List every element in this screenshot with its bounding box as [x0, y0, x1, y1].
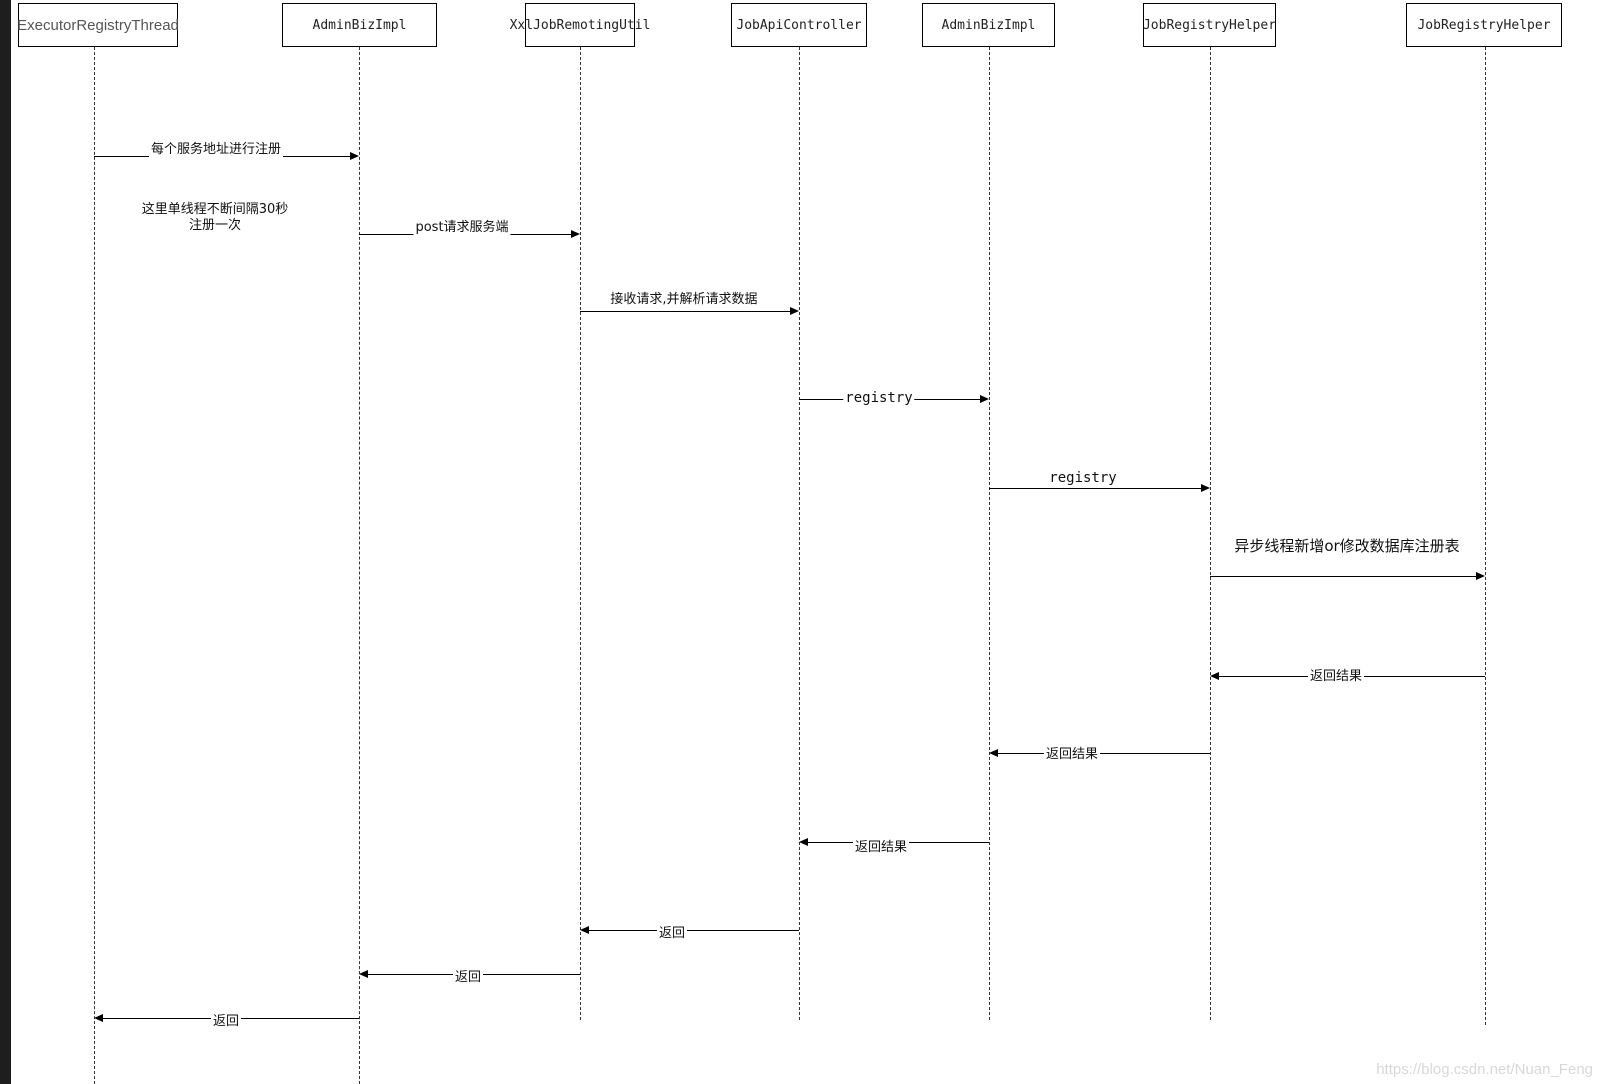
- lifeline-job-registry-helper-2: [1485, 47, 1486, 1025]
- arrow-head-right: [980, 395, 989, 403]
- message-label: 返回: [656, 922, 688, 941]
- participant-job-api-controller: JobApiController: [731, 3, 867, 47]
- participant-label: AdminBizImpl: [312, 17, 407, 33]
- message-line: [989, 488, 1202, 489]
- message-label: 返回结果: [1043, 743, 1101, 762]
- diagram-canvas: ExecutorRegistryThread AdminBizImpl XxlJ…: [11, 0, 1607, 1084]
- arrow-head-right: [350, 152, 359, 160]
- arrow-head-right: [1201, 484, 1210, 492]
- message-label: 接收请求,并解析请求数据: [608, 288, 760, 307]
- arrow-head-left: [359, 970, 368, 978]
- message-label: 异步线程新增or修改数据库注册表: [1232, 535, 1462, 556]
- lifeline-job-api-controller: [799, 47, 800, 1020]
- message-line: [588, 930, 799, 931]
- arrow-head-right: [571, 230, 580, 238]
- message-line: [580, 311, 791, 312]
- participant-job-registry-helper-2: JobRegistryHelper: [1406, 3, 1562, 47]
- message-label: 返回结果: [1307, 665, 1365, 684]
- arrow-head-left: [580, 926, 589, 934]
- message-label: registry: [843, 390, 915, 406]
- message-label: 返回结果: [852, 836, 910, 855]
- arrow-head-right: [790, 307, 799, 315]
- arrow-head-left: [1210, 672, 1219, 680]
- message-label: registry: [1047, 470, 1119, 486]
- lifeline-xxl-job-remoting-util: [580, 47, 581, 1020]
- participant-executor-registry-thread: ExecutorRegistryThread: [17, 3, 179, 47]
- participant-admin-biz-impl-1: AdminBizImpl: [282, 3, 437, 47]
- message-label: 返回: [210, 1010, 242, 1029]
- arrow-head-left: [94, 1014, 103, 1022]
- lifeline-admin-biz-impl-2: [989, 47, 990, 1020]
- note-line-2: 注册一次: [188, 218, 242, 233]
- participant-label: JobRegistryHelper: [1417, 17, 1551, 33]
- message-label: 每个服务地址进行注册: [148, 138, 284, 157]
- arrow-head-left: [989, 749, 998, 757]
- message-label: 返回: [452, 966, 484, 985]
- watermark: https://blog.csdn.net/Nuan_Feng: [1376, 1061, 1593, 1078]
- note: 这里单线程不断间隔30秒 注册一次: [142, 202, 289, 234]
- lifeline-admin-biz-impl-1: [359, 47, 360, 1084]
- message-line: [1210, 576, 1477, 577]
- participant-label: ExecutorRegistryThread: [17, 16, 179, 34]
- participant-xxl-job-remoting-util: XxlJobRemotingUtil: [510, 3, 650, 47]
- arrow-head-right: [1476, 572, 1485, 580]
- participant-label: JobRegistryHelper: [1142, 17, 1277, 33]
- participant-admin-biz-impl-2: AdminBizImpl: [922, 3, 1055, 47]
- message-line: [997, 753, 1210, 754]
- arrow-head-left: [799, 838, 808, 846]
- message-label: post请求服务端: [413, 216, 511, 235]
- participant-label: AdminBizImpl: [941, 17, 1036, 33]
- participant-label: JobApiController: [736, 17, 862, 33]
- lifeline-job-registry-helper-1: [1210, 47, 1211, 1020]
- lifeline-executor-registry-thread: [94, 47, 95, 1084]
- participant-job-registry-helper-1: JobRegistryHelper: [1143, 3, 1276, 47]
- note-line-1: 这里单线程不断间隔30秒: [141, 202, 289, 217]
- participant-label: XxlJobRemotingUtil: [509, 17, 651, 33]
